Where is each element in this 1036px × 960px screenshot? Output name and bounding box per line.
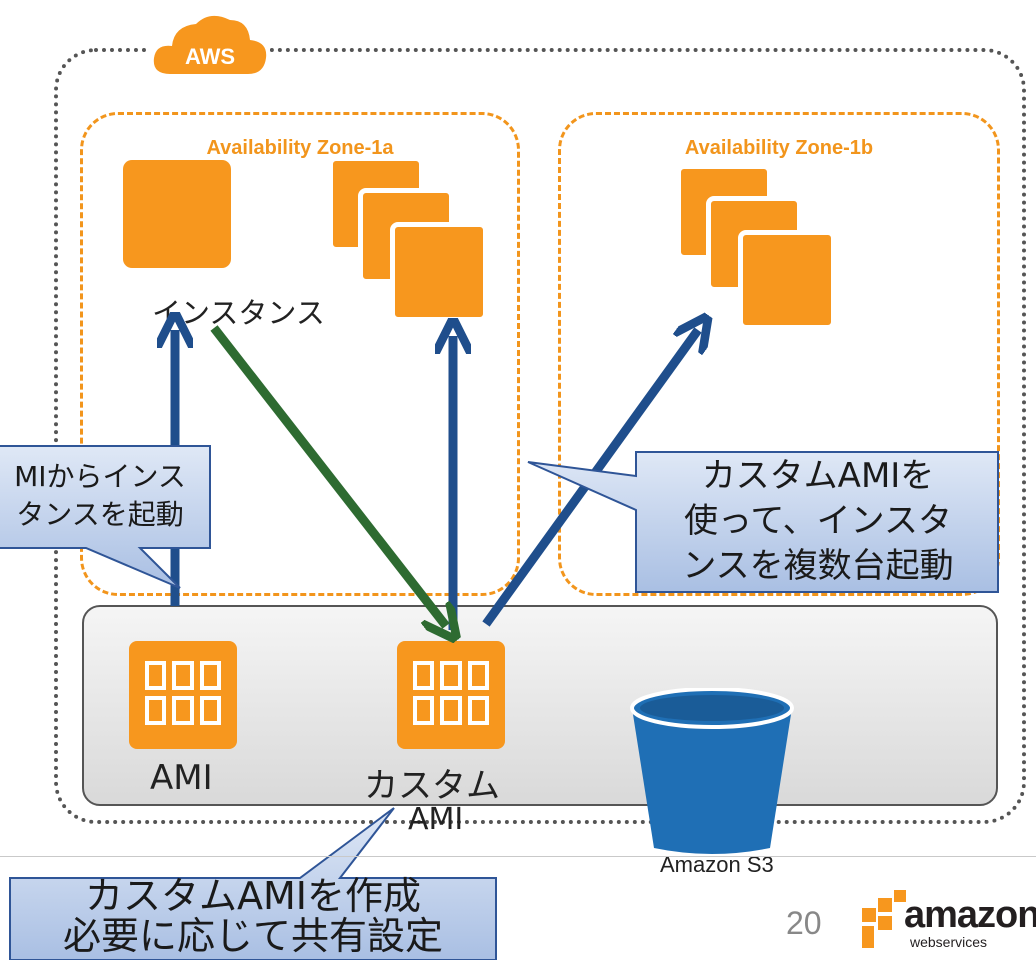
ami-icon [129,641,237,749]
aws-badge-text: AWS [185,44,235,69]
callout-launch-multiple [527,451,999,593]
logo-webservices-word: webservices [910,934,988,950]
custom-ami-icon [397,641,505,749]
footer-divider [0,856,1036,857]
zone-1a-label: Availability Zone-1a [206,137,394,159]
callout-launch-multiple-text: カスタムAMIを 使って、インスタ ンスを複数台起動 [682,456,954,586]
aws-cloud-badge: AWS [150,15,270,78]
callout-create-custom-ami-text: カスタムAMIを作成 必要に応じて共有設定 [62,874,443,958]
callout-create-custom-ami [9,807,497,960]
instance-stack-1b-front [738,230,836,330]
logo-cube-icon [862,908,876,922]
custom-ami-label-line2: AMI [408,802,464,837]
zone-1b-label: Availability Zone-1b [684,137,874,159]
availability-zone-1b: Availability Zone-1b [558,112,1000,596]
page-number: 20 [786,905,822,941]
ami-label: AMI [150,758,213,798]
instance-icon [123,160,231,268]
custom-ami-label-line1: カスタム [364,766,500,806]
s3-bucket-icon [630,688,794,854]
logo-amazon-word: amazon [904,894,1036,936]
arrow-instance-to-custom-ami [210,325,446,626]
callout-launch-from-ami [0,445,211,589]
aws-region-boundary [54,48,1026,824]
amazon-web-services-logo: amazon webservices [862,890,1036,960]
callout-launch-from-ami-text: MIからインス タンスを起動 [14,460,186,531]
availability-zone-1a: Availability Zone-1a [80,112,520,596]
